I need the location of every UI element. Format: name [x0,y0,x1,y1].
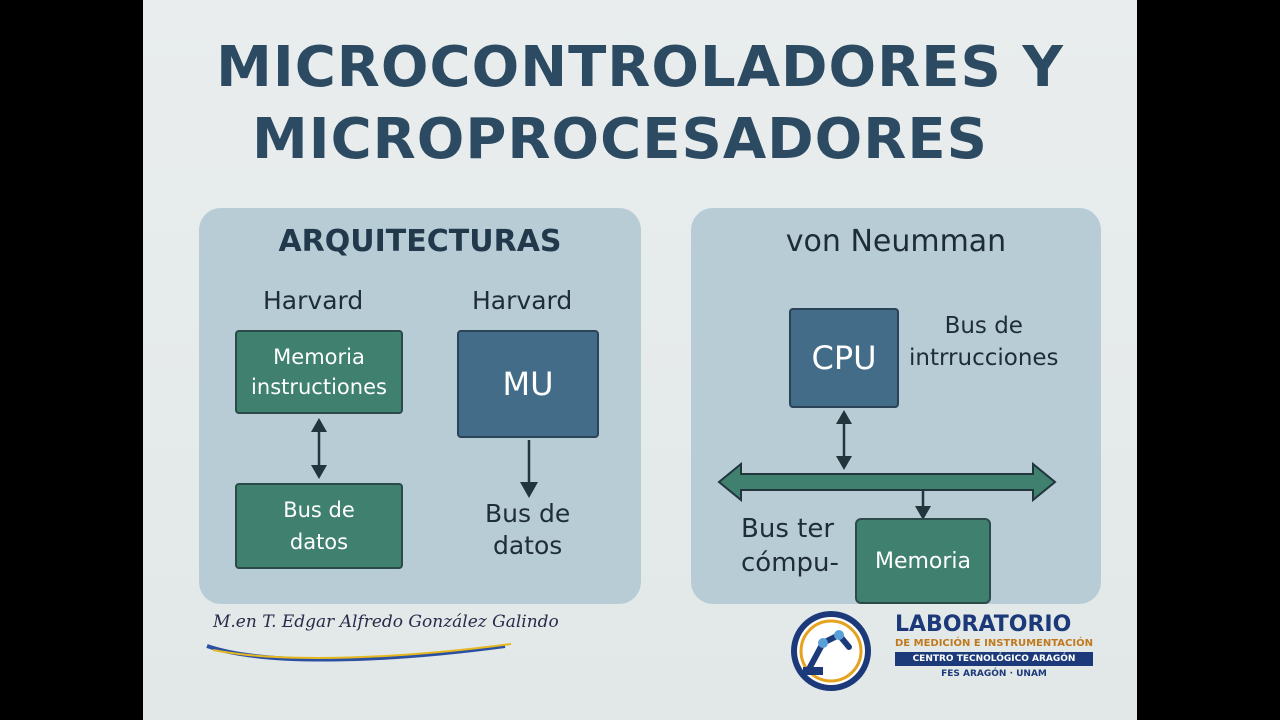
system-bus [717,461,1057,503]
bus-partial-line-1: Bus ter [741,514,835,544]
system-bus-arrow [717,461,1057,503]
instruction-bus-line-1: Bus de [944,313,1023,339]
memory-bus-arrow-up [311,418,327,432]
memory-box: Memoria [855,518,991,604]
data-bus-line-1: Bus de [283,498,355,522]
mu-bus-line-2: datos [492,531,563,560]
von-neumann-heading: von Neumman [785,224,1007,259]
architectures-heading: ARQUITECTURAS [278,224,562,259]
signature-swoosh-icon [206,643,512,662]
harvard-label-2: Harvard [472,286,573,315]
memory-label: Memoria [874,548,972,574]
mu-box: MU [457,330,599,438]
right-arrows [717,410,1057,520]
lab-logo-icon [791,611,871,691]
instruction-bus-label: Bus de intrrucciones [909,310,1059,374]
author-signature: M.en T. Edgar Alfredo González Galindo [213,612,559,632]
mu-label: MU [502,365,554,403]
title-line-1: MICROCONTROLADORES Y [216,35,1064,100]
left-arrows [311,418,538,498]
instruction-bus-line-2: intrrucciones [909,345,1059,371]
cpu-box: CPU [789,308,899,408]
instruction-memory-box: Memoria instructiones [235,330,403,414]
data-bus-line-2: datos [289,530,349,554]
slide: MICROCONTROLADORES Y MICROPROCESADORES A… [143,0,1137,720]
mu-bus-line-1: Bus de [485,499,571,528]
instruction-memory-line-2: instructiones [251,375,387,399]
cpu-arrow-up [836,410,852,424]
title-line-2: MICROPROCESADORES [252,107,988,172]
cpu-arrow-down [836,456,852,470]
bus-partial-label: Bus ter cómpu- [741,512,839,580]
lab-footer: FES ARAGÓN · UNAM [941,669,1047,679]
memory-bus-arrow-down [311,465,327,479]
instruction-memory-line-1: Memoria [273,345,365,369]
architectures-panel: ARQUITECTURAS Harvard Harvard Memoria in… [199,208,641,604]
lab-subtitle: DE MEDICIÓN E INSTRUMENTACIÓN [895,638,1093,649]
lab-title: LABORATORIO [895,612,1072,637]
cpu-label: CPU [811,339,877,377]
lab-band: CENTRO TECNOLÓGICO ARAGÓN [895,652,1093,666]
bus-partial-line-2: cómpu- [741,548,839,578]
memory-arrow-head [915,506,931,520]
mu-bus-label: Bus de datos [485,498,570,562]
data-bus-box: Bus de datos [235,483,403,569]
von-neumann-panel: von Neumman CPU Bus de intrrucciones [691,208,1101,604]
harvard-label-1: Harvard [263,286,364,315]
mu-arrow-head [520,482,538,498]
